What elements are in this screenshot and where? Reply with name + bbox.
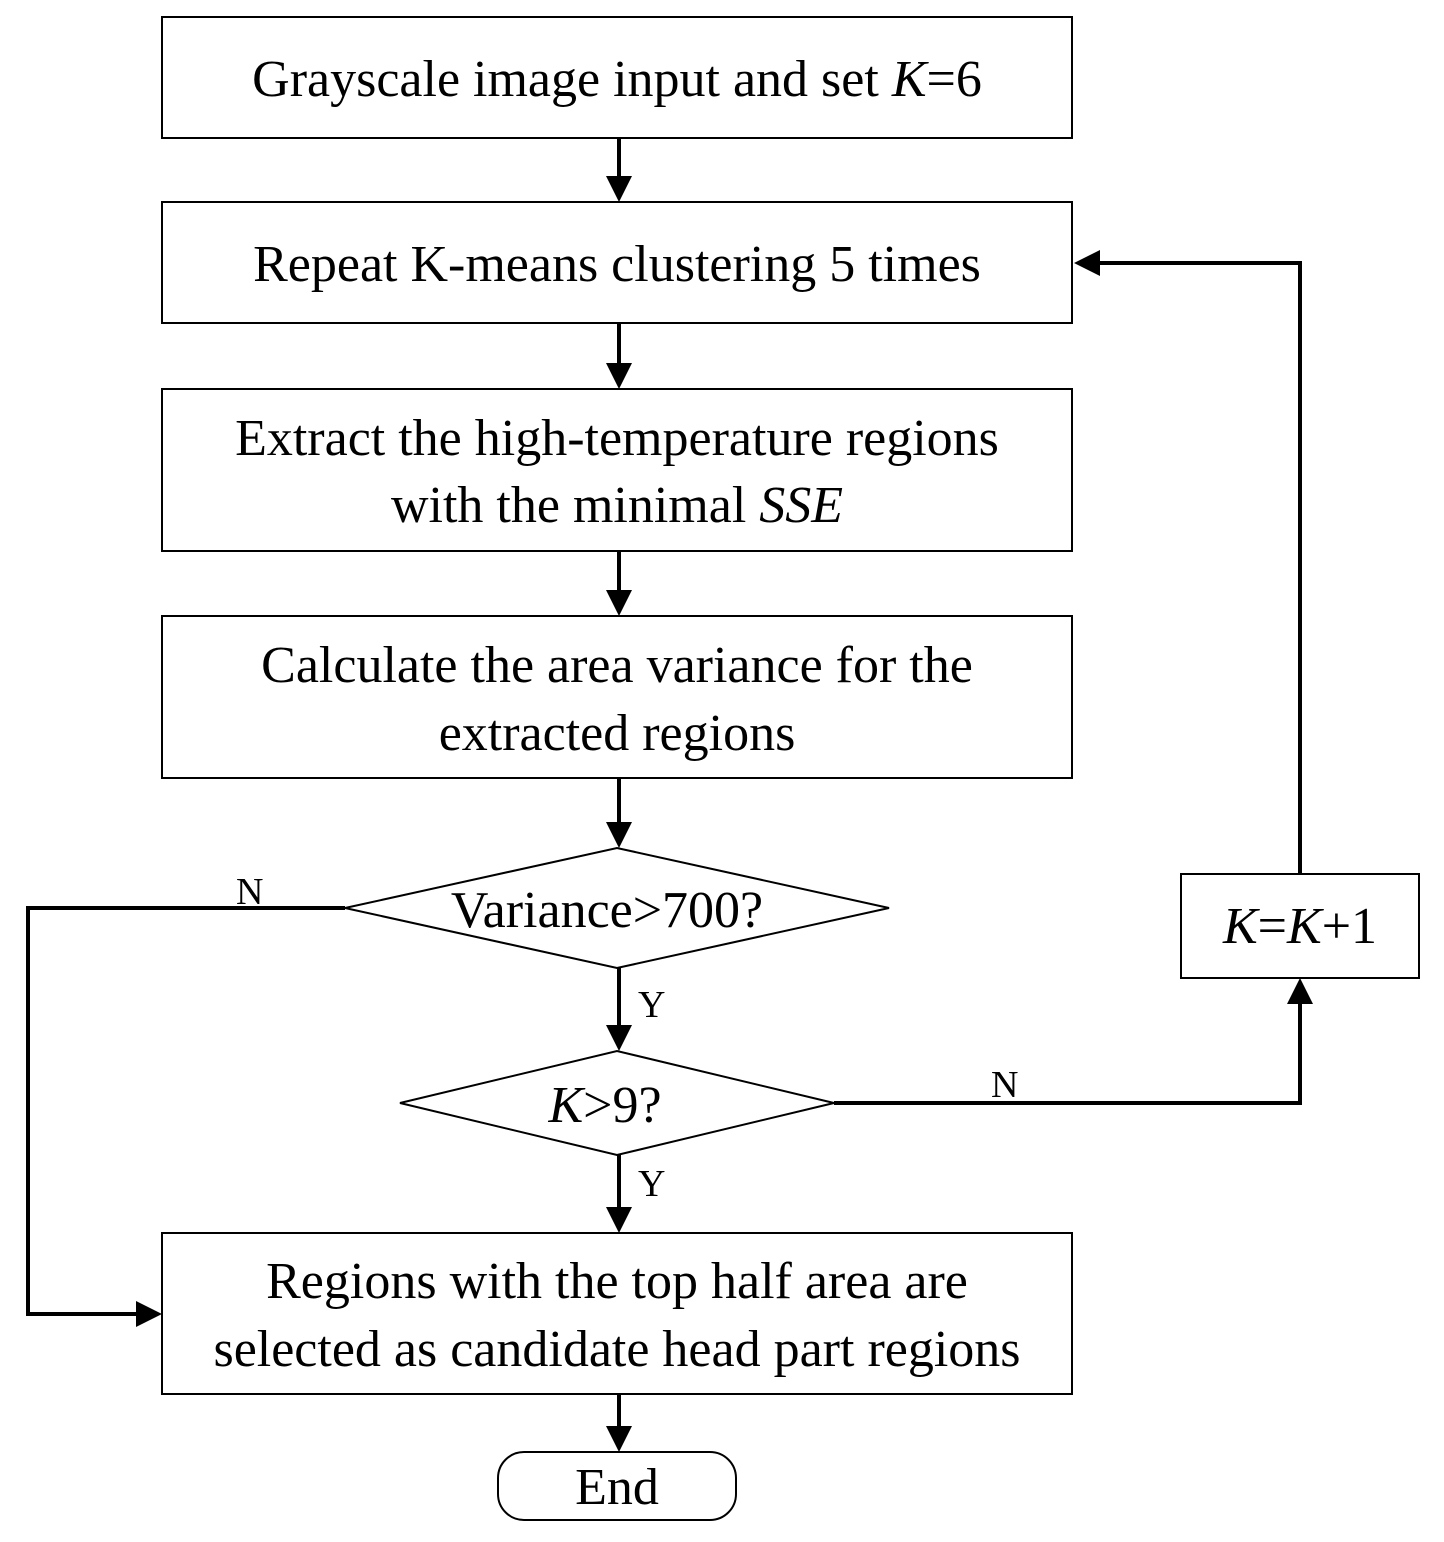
edge-select-to-end — [606, 1394, 632, 1452]
extract-node-line1: Extract the high-temperature regions — [235, 410, 999, 467]
edge-calculate-to-variance — [606, 778, 632, 848]
select-node-line2: selected as candidate head part regions — [213, 1321, 1020, 1378]
edge-k-yes-arrowhead — [606, 1207, 632, 1233]
edge-k-no-arrowhead — [1287, 978, 1313, 1004]
increment-node: K=K+1 — [1180, 873, 1420, 979]
edge-k-no-line — [834, 1002, 1302, 1105]
extract-node-box — [161, 388, 1073, 552]
edge-calculate-to-variance-arrowhead — [606, 822, 632, 848]
calculate-node-line1: Calculate the area variance for the — [261, 637, 973, 694]
extract-node: Extract the high-temperature regions wit… — [161, 388, 1073, 552]
edge-variance-yes-arrowhead — [606, 1025, 632, 1051]
edge-variance-no: N — [26, 871, 345, 1327]
edge-k-no: N — [834, 978, 1313, 1106]
edge-variance-no-arrowhead — [136, 1301, 162, 1327]
edge-k-no-label: N — [991, 1064, 1018, 1106]
select-node: Regions with the top half area are selec… — [161, 1232, 1073, 1395]
end-node: End — [497, 1451, 737, 1521]
calculate-node: Calculate the area variance for the extr… — [161, 615, 1073, 779]
variance-decision-diamond — [344, 846, 890, 970]
edge-start-to-repeat — [606, 138, 632, 202]
calculate-node-line2: extracted regions — [439, 705, 796, 762]
calculate-node-box — [161, 615, 1073, 779]
repeat-node-label: Repeat K-means clustering 5 times — [253, 236, 981, 293]
edge-extract-to-calculate-arrowhead — [606, 590, 632, 616]
edge-repeat-to-extract-arrowhead — [606, 363, 632, 389]
variance-decision-label: Variance>700? — [451, 882, 763, 939]
edge-variance-no-line — [26, 906, 345, 1316]
repeat-node-box — [161, 201, 1073, 324]
k-decision-node: K>9? — [399, 1049, 835, 1157]
end-node-label: End — [575, 1459, 659, 1516]
start-node: Grayscale image input and set K=6 — [161, 16, 1073, 139]
increment-node-label: K=K+1 — [1222, 898, 1377, 955]
edge-start-to-repeat-arrowhead — [606, 176, 632, 202]
k-decision-label: K>9? — [547, 1077, 661, 1134]
increment-node-box — [1180, 873, 1420, 979]
extract-node-line2: with the minimal SSE — [391, 477, 843, 534]
select-node-line1: Regions with the top half area are — [266, 1253, 968, 1310]
repeat-node: Repeat K-means clustering 5 times — [161, 201, 1073, 324]
edge-variance-no-label: N — [236, 871, 263, 913]
edge-variance-yes-label: Y — [638, 984, 665, 1026]
edge-increment-to-repeat — [1074, 250, 1302, 874]
select-node-box — [161, 1232, 1073, 1395]
edge-extract-to-calculate — [606, 551, 632, 616]
edge-variance-yes: Y — [606, 968, 665, 1051]
edge-increment-to-repeat-line — [1098, 261, 1302, 874]
edge-repeat-to-extract — [606, 323, 632, 389]
edge-increment-to-repeat-arrowhead — [1074, 250, 1100, 276]
start-node-label: Grayscale image input and set K=6 — [252, 51, 982, 108]
end-node-box — [497, 1451, 737, 1521]
start-node-box — [161, 16, 1073, 139]
edge-k-yes-label: Y — [638, 1163, 665, 1205]
variance-decision-node: Variance>700? — [344, 846, 890, 970]
edge-k-yes: Y — [606, 1155, 665, 1233]
edge-select-to-end-arrowhead — [606, 1426, 632, 1452]
